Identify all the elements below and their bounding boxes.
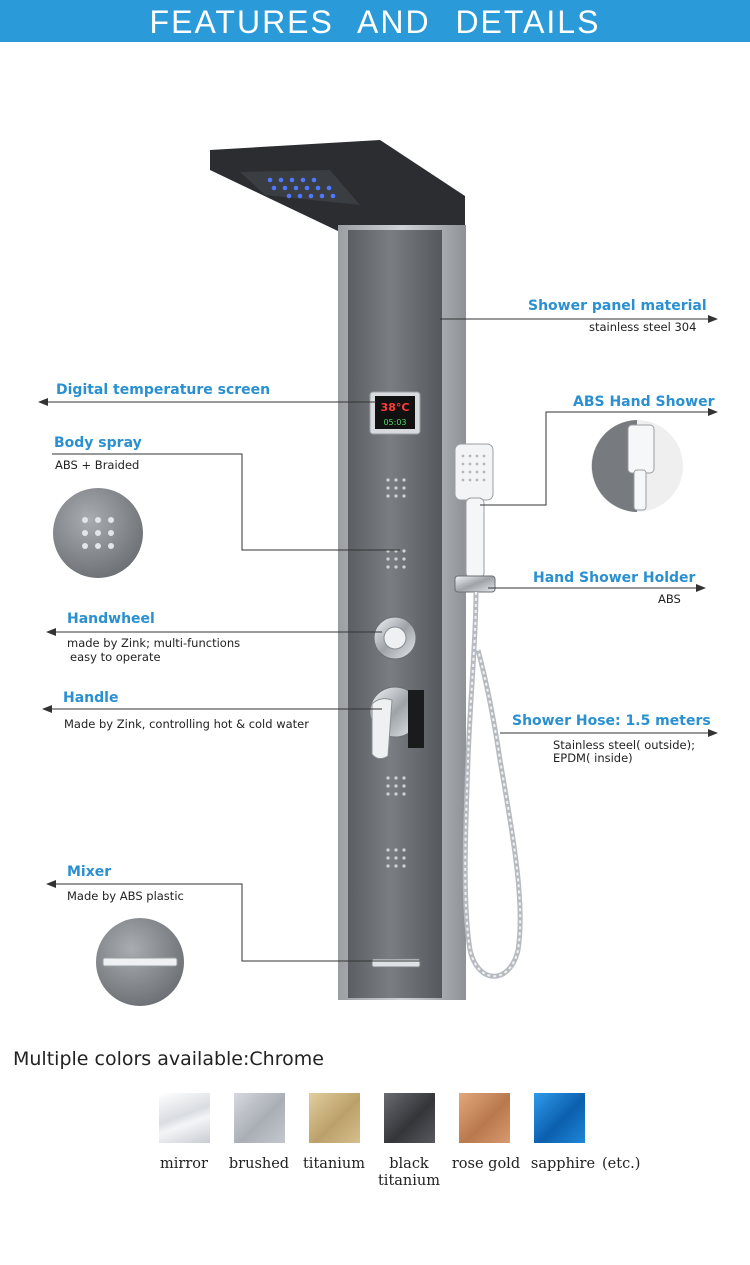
body-spray-detail-circle [53,488,143,578]
callout-body-spray-detail: ABS + Braided [55,458,140,472]
arrow-left-icon [46,880,56,888]
swatch-sapphire [534,1093,585,1143]
arrow-left-icon [42,705,52,713]
arrow-right-icon [696,584,706,592]
swatch-mirror [159,1093,210,1143]
swatch-label-mirror: mirror [160,1156,208,1172]
swatch-black-titanium [384,1093,435,1143]
swatch-label-brushed: brushed [228,1156,290,1172]
callout-handwheel-detail-1: made by Zink; multi-functions [67,636,241,650]
body-spray-nozzles-4 [386,848,406,868]
callout-digital-temperature-screen: Digital temperature screen [56,382,271,398]
swatch-brushed [234,1093,285,1143]
callout-handle: Handle [63,690,119,706]
callout-handwheel: Handwheel [67,611,155,627]
swatch-label-black-titanium: black titanium [377,1156,440,1189]
callout-handle-detail: Made by Zink, controlling hot & cold wat… [64,717,309,731]
hand-shower-holder [454,575,496,593]
colors-section-title: Multiple colors available:Chrome [13,1048,324,1070]
callout-body-spray: Body spray [54,435,142,451]
callout-abs-hand-shower: ABS Hand Shower [573,394,715,410]
hand-shower-detail-circle [591,420,683,512]
screen-time: 05:03 [383,418,406,427]
header-banner: FEATURES AND DETAILS [0,0,750,42]
mixer-detail-circle [96,918,184,1006]
led-nozzles [267,177,336,199]
arrow-right-icon [708,408,718,416]
callout-shower-hose: Shower Hose: 1.5 meters [512,713,711,729]
swatch-label-rose-gold: rose gold [451,1156,521,1172]
body-spray-nozzles-1 [386,478,406,498]
handwheel [373,616,417,660]
panel-body [348,230,442,998]
screen-temperature: 38°C [381,401,410,414]
page-title: FEATURES AND DETAILS [149,4,601,40]
callout-shower-hose-detail-1: Stainless steel( outside); [553,738,695,752]
arrow-right-icon [708,729,718,737]
shower-panel-illustration: 38°C 05:03 [38,140,718,1006]
callout-mixer-detail: Made by ABS plastic [67,889,184,903]
mixer-slot [371,958,421,968]
callout-mixer: Mixer [67,864,112,880]
callout-hand-shower-holder: Hand Shower Holder [533,570,696,586]
mixer-handle [369,686,424,760]
swatch-rose-gold [459,1093,510,1143]
callout-shower-hose-detail-2: EPDM( inside) [553,751,633,765]
shower-hose [462,591,523,979]
arrow-left-icon [46,628,56,636]
swatch-titanium [309,1093,360,1143]
callout-shower-panel-material-detail: stainless steel 304 [589,320,697,334]
body-spray-nozzles-3 [386,776,406,796]
callout-handwheel-detail-2: easy to operate [70,650,161,664]
swatch-label-sapphire: sapphire [530,1156,596,1172]
swatch-label-titanium: titanium [302,1156,365,1172]
callout-shower-panel-material: Shower panel material [528,298,707,314]
colors-etc-note: (etc.) [602,1156,641,1172]
callout-hand-shower-holder-detail: ABS [658,592,681,606]
arrow-right-icon [708,315,718,323]
arrow-left-icon [38,398,48,406]
